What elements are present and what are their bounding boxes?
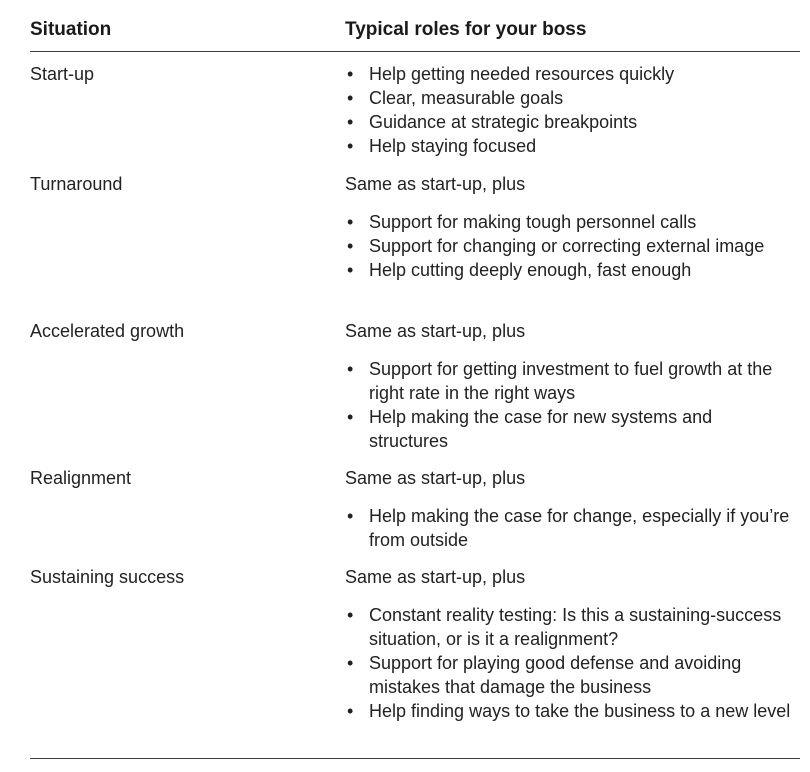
bullet-icon: •: [347, 407, 354, 427]
item-text: Help staying focused: [369, 136, 537, 156]
list-item: • Support for making tough personnel call…: [345, 210, 795, 234]
item-text: Constant reality testing: Is this a sust…: [369, 605, 782, 649]
roles-list: • Help making the case for change, especi…: [345, 504, 795, 552]
situation-label: Accelerated growth: [30, 321, 185, 341]
item-text: Support for changing or correcting exter…: [369, 236, 765, 256]
roles-list: • Help getting needed resources quickly •…: [345, 62, 795, 158]
item-text: Help getting needed resources quickly: [369, 64, 675, 84]
bullet-icon: •: [347, 260, 354, 280]
item-text: Support for getting investment to fuel g…: [369, 359, 773, 403]
roles-prefix: Same as start-up, plus: [345, 174, 526, 194]
item-text: Guidance at strategic breakpoints: [369, 112, 638, 132]
situation-label: Start-up: [30, 64, 95, 84]
item-text: Clear, measurable goals: [369, 88, 564, 108]
list-item: • Support for playing good defense and av…: [345, 651, 795, 699]
bullet-icon: •: [347, 64, 354, 84]
situation-label: Turnaround: [30, 174, 123, 194]
list-item: • Help getting needed resources quickly: [345, 62, 795, 86]
table-header: Situation Typical roles for your boss: [0, 18, 810, 48]
roles-prefix: Same as start-up, plus: [345, 321, 526, 341]
list-item: • Clear, measurable goals: [345, 86, 795, 110]
list-item: • Guidance at strategic breakpoints: [345, 110, 795, 134]
roles-cell: • Help getting needed resources quickly •…: [345, 62, 795, 158]
table-bottom-rule: [30, 758, 800, 759]
list-item: • Support for changing or correcting exte…: [345, 234, 795, 258]
bullet-icon: •: [347, 136, 354, 156]
bullet-icon: •: [347, 653, 354, 673]
item-text: Support for making tough personnel calls: [369, 212, 697, 232]
roles-cell: Same as start-up, plus • Support for gett…: [345, 319, 795, 453]
list-item: • Help making the case for change, especi…: [345, 504, 795, 552]
header-roles: Typical roles for your boss: [345, 19, 587, 40]
roles-prefix: Same as start-up, plus: [345, 468, 526, 488]
bullet-icon: •: [347, 112, 354, 132]
bullet-icon: •: [347, 88, 354, 108]
bullet-icon: •: [347, 236, 354, 256]
roles-cell: Same as start-up, plus • Support for maki…: [345, 172, 795, 282]
situation-label: Sustaining success: [30, 567, 185, 587]
list-item: • Constant reality testing: Is this a sus…: [345, 603, 795, 651]
item-text: Help making the case for new systems and…: [369, 407, 713, 451]
list-item: • Help staying focused: [345, 134, 795, 158]
header-situation: Situation: [30, 19, 112, 40]
list-item: • Help making the case for new systems an…: [345, 405, 795, 453]
bullet-icon: •: [347, 701, 354, 721]
roles-list: • Constant reality testing: Is this a sus…: [345, 603, 795, 723]
bullet-icon: •: [347, 506, 354, 526]
bullet-icon: •: [347, 605, 354, 625]
roles-list: • Support for getting investment to fuel …: [345, 357, 795, 453]
roles-list: • Support for making tough personnel call…: [345, 210, 795, 282]
situation-label: Realignment: [30, 468, 132, 488]
bullet-icon: •: [347, 359, 354, 379]
item-text: Support for playing good defense and avo…: [369, 653, 742, 697]
list-item: • Support for getting investment to fuel …: [345, 357, 795, 405]
item-text: Help making the case for change, especia…: [369, 506, 790, 550]
header-rule: [30, 51, 800, 52]
roles-cell: Same as start-up, plus • Constant reality…: [345, 565, 795, 723]
item-text: Help finding ways to take the business t…: [369, 701, 791, 721]
bullet-icon: •: [347, 212, 354, 232]
list-item: • Help cutting deeply enough, fast enough: [345, 258, 795, 282]
roles-prefix: Same as start-up, plus: [345, 567, 526, 587]
roles-cell: Same as start-up, plus • Help making the …: [345, 466, 795, 552]
list-item: • Help finding ways to take the business …: [345, 699, 795, 723]
item-text: Help cutting deeply enough, fast enough: [369, 260, 692, 280]
